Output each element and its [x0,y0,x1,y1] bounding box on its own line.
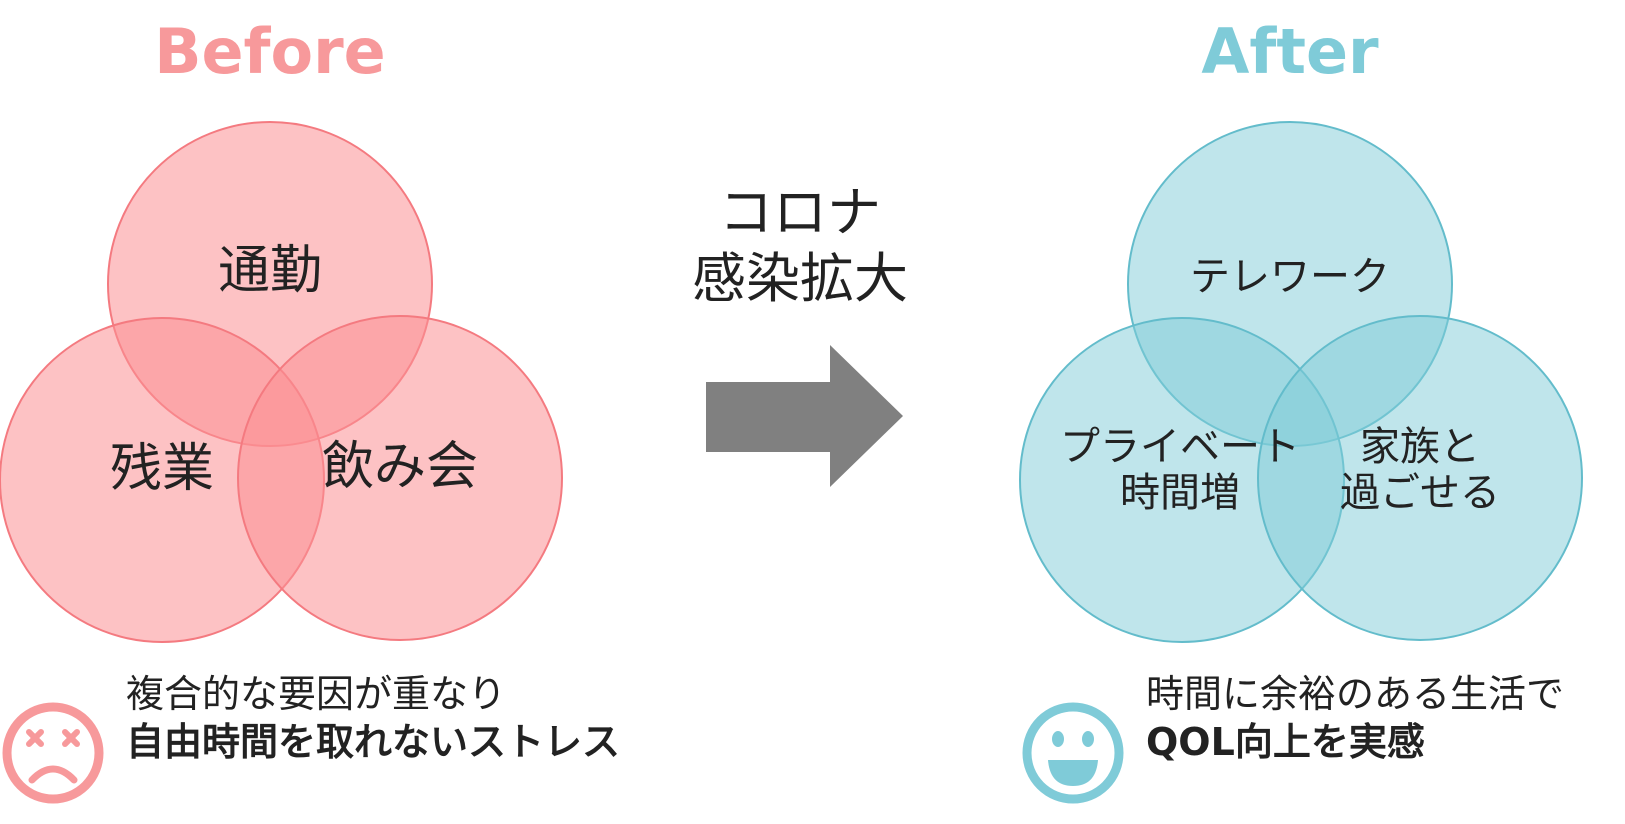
after-heading: After [1201,15,1379,88]
transition-line1: コロナ [719,181,881,244]
before-caption: 複合的な要因が重なり 自由時間を取れないストレス [126,670,620,766]
before-heading: Before [154,15,386,88]
after-circle-right [1257,315,1583,641]
after-label-left-line2: 時間増 [1120,470,1240,516]
after-label-right: 家族と 過ごせる [1320,424,1520,516]
after-venn [1019,121,1583,643]
after-caption-line2: QOL向上を実感 [1146,720,1425,764]
before-caption-line2: 自由時間を取れないストレス [126,720,621,764]
before-label-left: 残業 [109,439,214,499]
before-venn [0,121,563,643]
before-circle-right [237,315,563,641]
before-label-top: 通勤 [217,241,322,301]
before-caption-line1: 複合的な要因が重なり [126,672,507,716]
after-label-right-line1: 家族と [1360,424,1480,470]
happy-face-icon [1022,702,1124,804]
after-label-top: テレワーク [1190,254,1390,300]
after-label-left-line1: プライベート [1060,424,1300,470]
before-label-right: 飲み会 [321,437,478,497]
right-arrow-icon [706,345,903,487]
transition-text: コロナ 感染拡大 [660,180,940,312]
after-label-right-line2: 過ごせる [1340,470,1500,516]
sad-face-icon [2,702,104,804]
after-caption-line1: 時間に余裕のある生活で [1146,672,1565,716]
after-caption: 時間に余裕のある生活で QOL向上を実感 [1146,670,1564,766]
after-label-left: プライベート 時間増 [1050,424,1310,516]
transition-line2: 感染拡大 [692,247,908,310]
